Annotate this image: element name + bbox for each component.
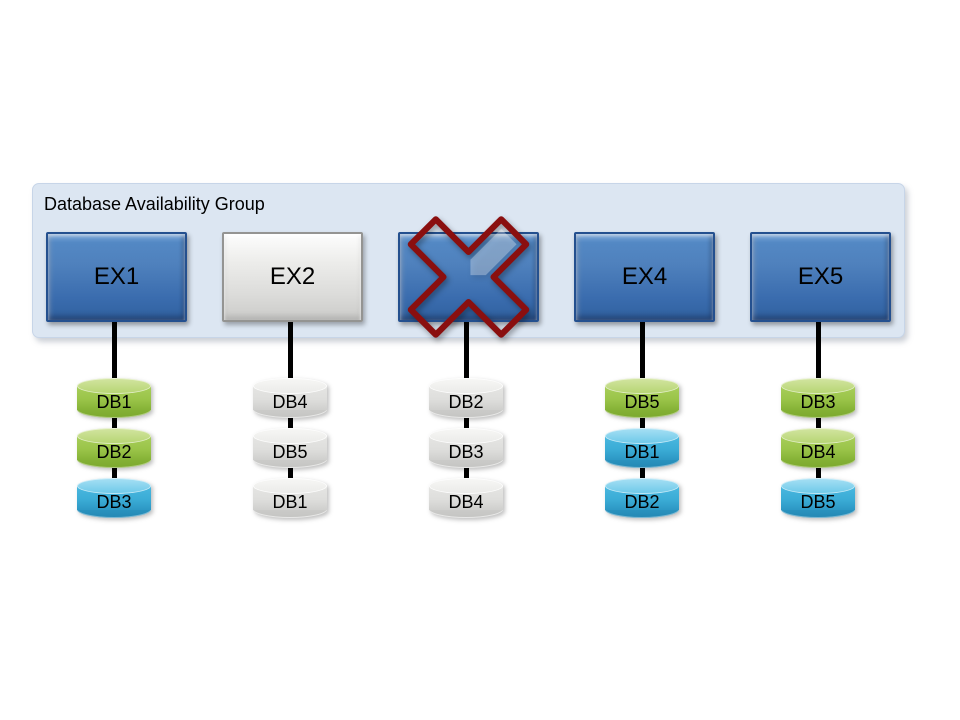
cylinder-top-ellipse <box>429 428 503 444</box>
database-cylinder: DB4 <box>429 478 503 518</box>
server-column: EX1 DB1 <box>46 232 187 532</box>
server-column: EX2 DB4 <box>222 232 363 532</box>
cylinder-top-ellipse <box>781 478 855 494</box>
database-label: DB4 <box>272 392 308 412</box>
server-box-ex5: EX5 <box>750 232 891 322</box>
server-label: EX4 <box>621 263 668 290</box>
database-label: DB4 <box>448 492 484 512</box>
database-label: DB1 <box>624 442 660 462</box>
database-label: DB2 <box>96 442 132 462</box>
cylinder-top-ellipse <box>605 428 679 444</box>
database-label: DB3 <box>800 392 836 412</box>
cylinder-top-ellipse <box>429 378 503 394</box>
database-label: DB4 <box>800 442 836 462</box>
database-cylinder: DB1 <box>253 478 327 518</box>
cylinder-top-ellipse <box>77 428 151 444</box>
database-label: DB1 <box>96 392 132 412</box>
server-box-ex1: EX1 <box>46 232 187 322</box>
server-box-failed <box>398 216 539 338</box>
server-box-ex4: EX4 <box>574 232 715 322</box>
dag-title: Database Availability Group <box>44 194 265 214</box>
database-label: DB1 <box>272 492 308 512</box>
cylinder-top-ellipse <box>605 478 679 494</box>
cylinder-top-ellipse <box>429 478 503 494</box>
server-column: DB2 DB3 DB4 <box>398 216 539 532</box>
server-column: EX4 DB5 <box>574 232 715 532</box>
server-label: EX1 <box>93 263 140 290</box>
cylinder-top-ellipse <box>253 478 327 494</box>
database-label: DB3 <box>448 442 484 462</box>
cylinder-top-ellipse <box>77 378 151 394</box>
database-label: DB3 <box>96 492 132 512</box>
database-label: DB5 <box>624 392 660 412</box>
database-cylinder: DB3 <box>781 378 855 418</box>
server-column: EX5 DB3 <box>750 232 891 532</box>
database-cylinder: DB3 <box>429 428 503 468</box>
database-cylinder: DB5 <box>605 378 679 418</box>
server-box-ex2: EX2 <box>222 232 363 322</box>
cylinder-top-ellipse <box>781 378 855 394</box>
database-cylinder: DB3 <box>77 478 151 518</box>
server-label: EX5 <box>797 263 844 290</box>
database-label: DB2 <box>624 492 660 512</box>
database-cylinder: DB5 <box>253 428 327 468</box>
database-cylinder: DB2 <box>605 478 679 518</box>
database-cylinder: DB5 <box>781 478 855 518</box>
cylinder-top-ellipse <box>781 428 855 444</box>
database-label: DB2 <box>448 392 484 412</box>
server-label: EX2 <box>269 263 316 290</box>
database-cylinder: DB2 <box>429 378 503 418</box>
database-cylinder: DB1 <box>605 428 679 468</box>
database-label: DB5 <box>272 442 308 462</box>
cylinder-top-ellipse <box>605 378 679 394</box>
database-cylinder: DB2 <box>77 428 151 468</box>
database-cylinder: DB1 <box>77 378 151 418</box>
cylinder-top-ellipse <box>253 378 327 394</box>
database-cylinder: DB4 <box>253 378 327 418</box>
cylinder-top-ellipse <box>77 478 151 494</box>
cylinder-top-ellipse <box>253 428 327 444</box>
database-cylinder: DB4 <box>781 428 855 468</box>
database-label: DB5 <box>800 492 836 512</box>
